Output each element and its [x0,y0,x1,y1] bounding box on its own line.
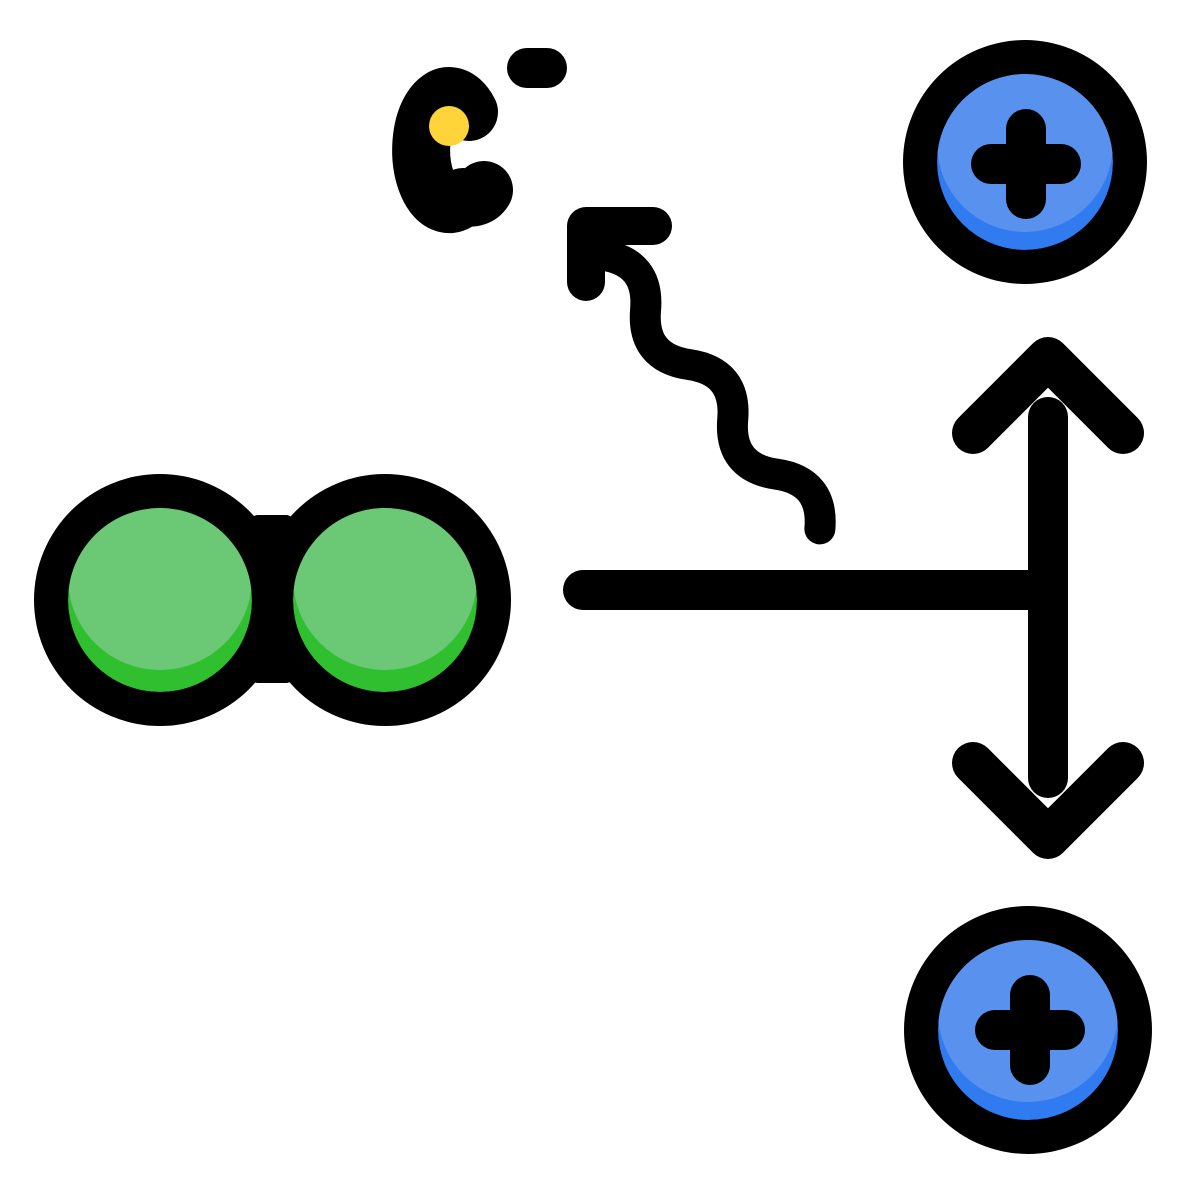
down-arrowhead-icon [952,742,1144,859]
up-arrowhead-icon [952,337,1144,454]
bond-bridge [250,515,294,683]
wave-arrowhead-icon [567,207,672,301]
atom-left [68,508,252,692]
atom-left-fill [68,508,252,670]
diatomic-molecule [34,474,511,726]
atom-right-fill [293,508,477,670]
electron-dot [429,106,469,146]
electron-symbol [392,48,567,234]
electron-e-glyph [392,67,513,234]
energy-wave-arrow [567,207,836,545]
atom-right [293,508,477,692]
positive-ion-bottom [904,906,1152,1154]
positive-ion-top [903,40,1147,284]
split-arrow [563,337,1144,859]
wave-squiggle [586,239,836,545]
